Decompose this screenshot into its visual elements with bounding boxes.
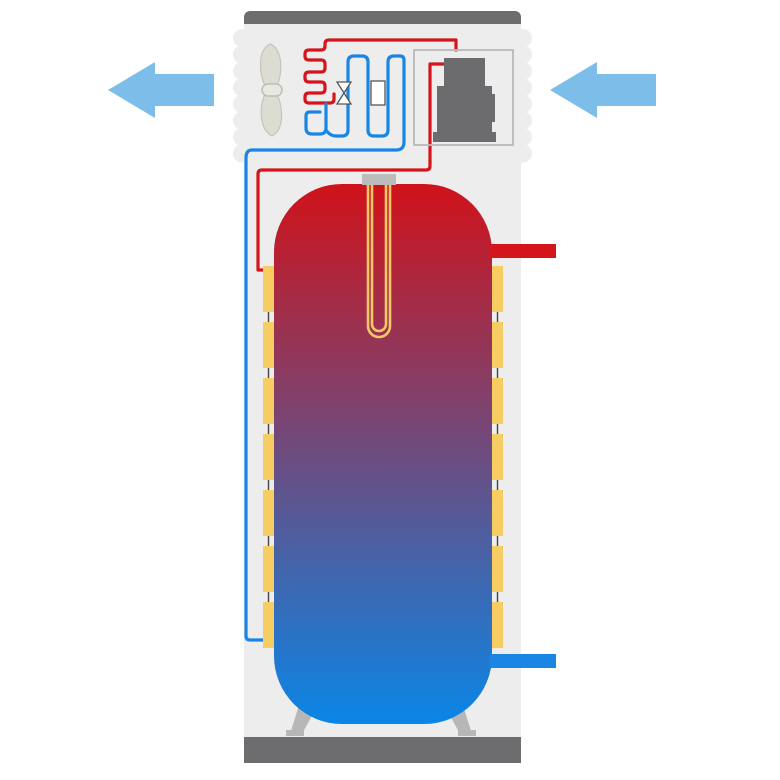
insulation-segment [492, 490, 503, 536]
insulation-segment [492, 546, 503, 592]
condenser-coil-icon [303, 38, 458, 105]
air-intake-arrow-icon [550, 62, 656, 118]
hot-line-condenser-to-valve [321, 92, 336, 105]
cold-water-inlet-pipe [490, 654, 556, 668]
insulation-segment [263, 434, 274, 480]
hot-water-outlet-pipe [490, 244, 556, 258]
filter-dryer-icon [370, 80, 386, 106]
module-edge-bump [233, 45, 251, 64]
insulation-segment [263, 490, 274, 536]
insulation-segment [263, 546, 274, 592]
insulation-right [492, 266, 503, 648]
insulation-segment [492, 266, 503, 312]
insulation-segment [492, 434, 503, 480]
module-edge-bump [514, 144, 532, 163]
insulation-segment [492, 602, 503, 648]
compressor-icon [433, 58, 496, 142]
module-edge-bump [514, 78, 532, 97]
insulation-left [263, 266, 274, 648]
heating-element-cap [362, 174, 396, 185]
module-edge-bump [514, 111, 532, 130]
module-edge-bump [514, 95, 532, 113]
module-edge-bump [514, 128, 532, 146]
evaporator-coil-icon [304, 102, 328, 136]
module-edge-bump [514, 29, 532, 47]
cold-line-coil [244, 54, 406, 642]
heating-element-icon [366, 185, 392, 339]
expansion-valve-icon [335, 81, 353, 105]
water-tank [274, 184, 492, 724]
module-edge-bump [514, 45, 532, 64]
module-edge-bump [233, 29, 251, 47]
module-edge-bump [233, 78, 251, 97]
insulation-segment [263, 602, 274, 648]
insulation-segment [263, 378, 274, 424]
insulation-segment [492, 378, 503, 424]
fan-icon [259, 43, 283, 137]
compressor-enclosure [413, 49, 514, 146]
module-edge-bump [233, 95, 251, 113]
insulation-segment [492, 322, 503, 368]
module-edge-bump [514, 62, 532, 80]
module-edge-bump [233, 128, 251, 146]
cabinet-bottom-cap [244, 737, 521, 763]
hot-line-compressor-to-tank [256, 62, 447, 272]
air-exhaust-arrow-icon [108, 62, 214, 118]
insulation-segment [263, 266, 274, 312]
module-edge-bump [233, 62, 251, 80]
module-edge-bump [233, 111, 251, 130]
insulation-segment [263, 322, 274, 368]
